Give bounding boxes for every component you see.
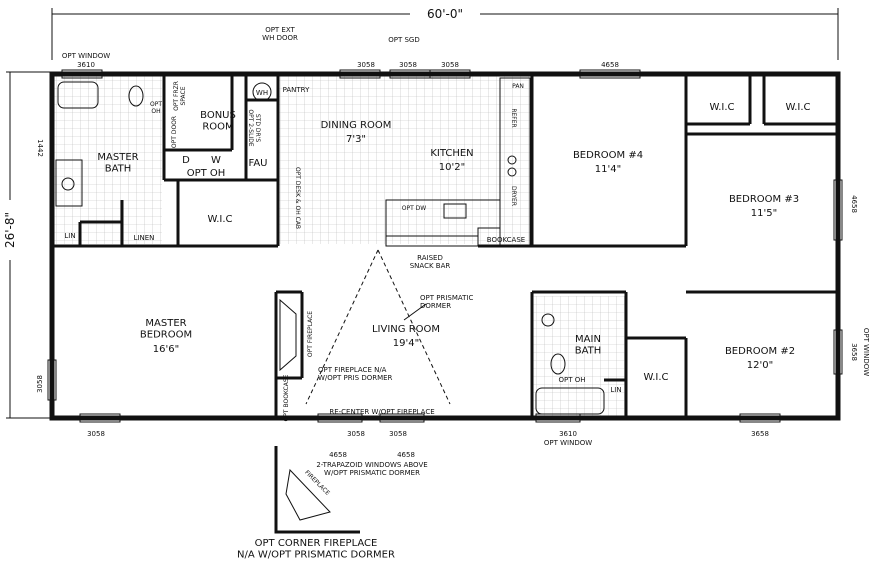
top-4658: 4658 <box>601 61 619 69</box>
right-4658: 4658 <box>850 195 858 213</box>
overall-width-dimension: 60'-0" <box>51 7 839 60</box>
top-3058-c: 3058 <box>441 61 459 69</box>
bottom-opt-window: OPT WINDOW <box>544 439 592 447</box>
bedroom3-label: BEDROOM #3 <box>729 194 799 205</box>
kitchen-size: 10'2" <box>439 162 465 173</box>
washer-d-label: D <box>182 155 190 166</box>
pan-label: PAN <box>512 83 524 90</box>
dining-kitchen-floor <box>278 76 532 244</box>
text-line: SPACE <box>180 86 187 105</box>
bedroom4-label: BEDROOM #4 <box>573 150 643 161</box>
text-line: WH DOOR <box>262 34 298 42</box>
bottom-3058-b: 3058 <box>389 430 407 438</box>
overall-depth-dimension: 26'-8" <box>3 71 52 419</box>
opt-oh-laundry: OPT OH <box>187 168 226 179</box>
overall-width-label: 60'-0" <box>427 7 463 21</box>
dining-size: 7'3" <box>346 134 366 145</box>
opt-fireplace-label: OPT FIREPLACE <box>307 311 314 357</box>
wic-master-label: W.I.C <box>207 214 232 225</box>
top-3058-b: 3058 <box>399 61 417 69</box>
bedroom2-size: 12'0" <box>747 360 773 371</box>
kitchen-counter <box>385 77 531 247</box>
dryer-label: DRYER <box>510 186 517 206</box>
wic-b4-label: W.I.C <box>709 102 734 113</box>
opt-door-label: OPT DOOR <box>171 116 178 148</box>
living-room-label: LIVING ROOM <box>372 324 440 335</box>
opt-window-right: OPT WINDOW <box>862 328 870 376</box>
opt-frzr-label: OPT FRZRSPACE <box>173 81 187 111</box>
overall-depth-label: 26'-8" <box>3 212 17 248</box>
pantry-label: PANTRY <box>283 86 310 94</box>
bottom-4658-b: 4658 <box>397 451 415 459</box>
text-line: DORMER <box>420 302 451 310</box>
bedroom4-size: 11'4" <box>595 164 621 175</box>
lin-main-label: LIN <box>610 386 621 394</box>
kitchen-label: KITCHEN <box>430 148 473 159</box>
opt-sgd-label: OPT SGD <box>388 36 420 44</box>
opt-bookcase-label: OPT BOOKCASE <box>283 374 290 421</box>
left-opt-dim: 1442 <box>36 139 44 157</box>
main-bath-floor <box>532 296 626 418</box>
text-line: W/OPT PRIS DORMER <box>318 374 393 382</box>
bottom-3610: 3610 <box>559 430 577 438</box>
top-3058-a: 3058 <box>357 61 375 69</box>
bedroom3-size: 11'5" <box>751 208 777 219</box>
fireplace <box>279 298 297 372</box>
fau-label: FAU <box>249 158 268 169</box>
bedroom2-label: BEDROOM #2 <box>725 346 795 357</box>
text-line: N/A W/OPT PRISMATIC DORMER <box>237 550 395 561</box>
std-dr-label: STD DR'SOPT 2-SLIDE <box>247 109 261 146</box>
bottom-3058-left: 3058 <box>87 430 105 438</box>
water-heater <box>252 82 272 102</box>
washer-w-label: W <box>211 155 221 166</box>
bottom-3658: 3658 <box>751 430 769 438</box>
text-line: BATH <box>575 346 602 357</box>
master-bath-fixtures <box>55 81 144 207</box>
refer-label: REFER <box>510 108 517 127</box>
bookcase-label: BOOKCASE <box>487 236 525 244</box>
windows <box>47 69 843 423</box>
re-center-note: RE-CENTER W/OPT FIREPLACE <box>329 408 434 416</box>
opt-desk-label: OPT DESK & OH CAB <box>294 167 301 229</box>
text-line: W/OPT PRISMATIC DORMER <box>324 469 420 477</box>
text-line: OPT 2-SLIDE <box>247 109 254 146</box>
opt-oh-main: OPT OH <box>558 376 585 384</box>
dining-room-label: DINING ROOM <box>321 120 392 131</box>
text-line: BATH <box>105 164 132 175</box>
wic-b3-label: W.I.C <box>785 102 810 113</box>
text-line: OH <box>151 108 160 115</box>
linen-label: LINEN <box>134 234 155 242</box>
living-size: 19'4" <box>393 338 419 349</box>
prismatic-dormer <box>305 249 451 405</box>
wh-label: WH <box>256 89 268 97</box>
opt-window-top-label: OPT WINDOW <box>62 52 110 60</box>
left-3058: 3058 <box>36 375 44 393</box>
text-line: SNACK BAR <box>410 262 451 270</box>
bottom-3058-a: 3058 <box>347 430 365 438</box>
right-3658: 3658 <box>850 343 858 361</box>
opt-dw-label: OPT DW <box>402 205 427 212</box>
master-bedroom-size: 16'6" <box>153 344 179 355</box>
w3610-top: 3610 <box>77 61 95 69</box>
text-line: ROOM <box>202 122 233 133</box>
text-line: BEDROOM <box>140 330 192 341</box>
bottom-4658-a: 4658 <box>329 451 347 459</box>
corner-fireplace-detail <box>274 446 360 534</box>
lin-master-label: LIN <box>64 232 75 240</box>
wic-b2-label: W.I.C <box>643 372 668 383</box>
